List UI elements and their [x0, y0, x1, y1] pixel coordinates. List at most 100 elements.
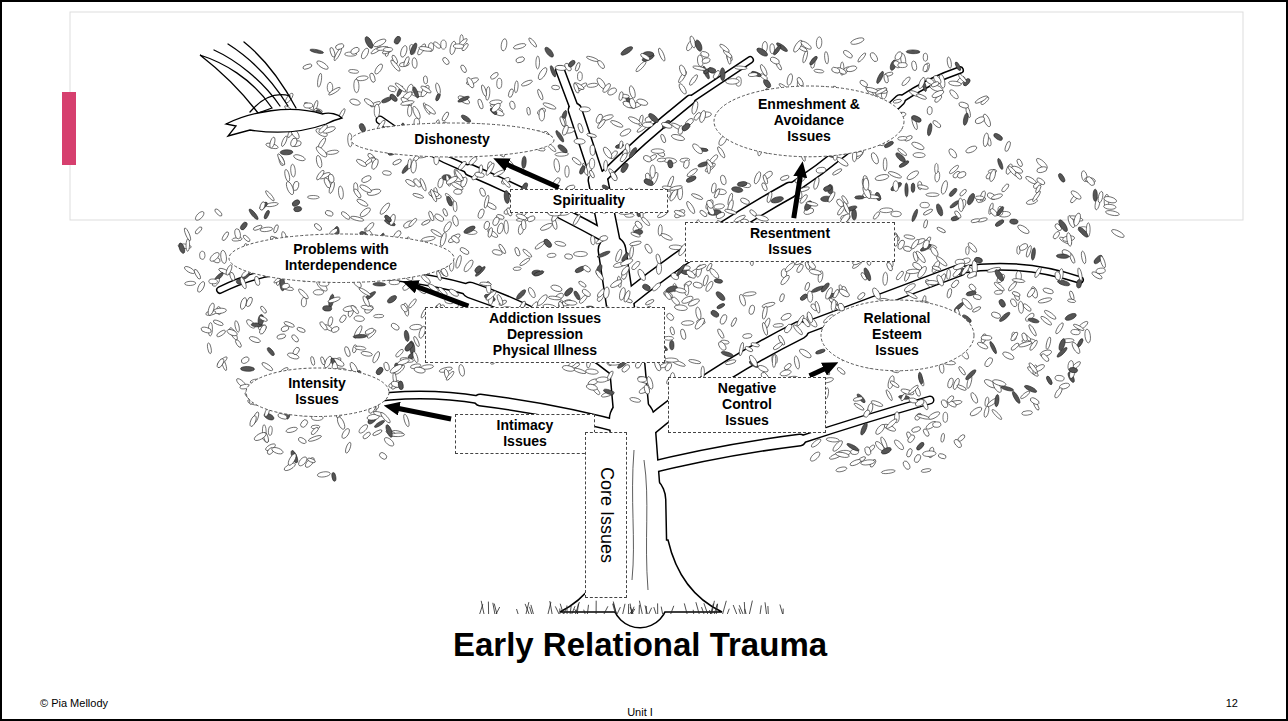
- leaf: [459, 247, 470, 256]
- leaf: [906, 169, 920, 181]
- leaf: [761, 322, 768, 336]
- leaf: [692, 65, 706, 71]
- leaf: [276, 333, 286, 340]
- leaf: [967, 241, 978, 253]
- leaf: [1025, 175, 1038, 185]
- leaf: [893, 439, 905, 451]
- leaf: [961, 297, 974, 311]
- grass-blade: [693, 610, 695, 614]
- grass-blade: [587, 605, 588, 614]
- leaf: [273, 224, 279, 233]
- leaf: [1103, 195, 1117, 204]
- leaf: [468, 156, 478, 166]
- leaf: [483, 221, 490, 231]
- leaf: [355, 346, 366, 350]
- leaf: [880, 446, 892, 455]
- leaf: [1053, 387, 1063, 399]
- leaf: [403, 414, 411, 428]
- node-text: Core Issues: [596, 467, 616, 563]
- leaf: [578, 280, 587, 288]
- leaf: [1014, 172, 1023, 181]
- grass-blade: [727, 609, 729, 614]
- leaf: [536, 56, 540, 69]
- leaf: [361, 351, 373, 357]
- leaf: [966, 270, 977, 279]
- leaf: [454, 189, 463, 195]
- leaf: [669, 326, 675, 335]
- process-box: Addiction IssuesDepressionPhysical Illne…: [425, 307, 665, 362]
- leaf: [761, 306, 768, 320]
- leaf: [209, 251, 221, 263]
- leaf: [304, 103, 313, 108]
- leaf: [414, 366, 426, 374]
- ellipse-shape: [246, 368, 389, 417]
- leaf: [292, 346, 301, 355]
- leaf: [958, 101, 969, 109]
- leaf: [315, 155, 323, 168]
- leaf: [725, 359, 736, 365]
- leaf: [918, 372, 924, 384]
- leaf: [299, 418, 309, 428]
- grass-blade: [639, 605, 640, 614]
- leaf: [384, 47, 393, 51]
- leaf: [373, 282, 386, 286]
- leaf: [695, 307, 702, 320]
- leaf: [1010, 342, 1020, 351]
- grass-blade: [572, 606, 575, 614]
- grass-blade: [560, 604, 563, 614]
- leaf: [842, 49, 853, 59]
- leaf: [888, 170, 902, 179]
- leaf: [1028, 317, 1040, 323]
- leaf: [748, 354, 759, 368]
- leaf: [370, 158, 379, 170]
- leaf: [911, 141, 925, 151]
- leaf: [964, 368, 977, 380]
- leaf: [927, 123, 933, 136]
- leaf: [1036, 166, 1047, 173]
- ellipse-node: Relational Esteem Issues: [820, 299, 975, 372]
- leaf: [688, 74, 699, 87]
- leaf: [390, 59, 402, 72]
- leaf: [514, 247, 521, 257]
- leaf: [936, 226, 946, 233]
- leaf: [375, 366, 384, 376]
- leaf: [513, 267, 521, 271]
- node-text: Spirituality: [553, 193, 625, 209]
- leaf: [643, 178, 654, 187]
- leaf: [725, 78, 739, 84]
- leaf: [948, 187, 958, 197]
- leaf: [1099, 255, 1107, 268]
- leaf: [389, 363, 403, 375]
- leaf: [609, 171, 618, 182]
- grass-blade: [531, 605, 534, 614]
- grass-blade: [613, 602, 616, 615]
- leaf: [1029, 339, 1039, 351]
- leaf: [248, 208, 259, 221]
- leaf: [1016, 158, 1024, 167]
- leaf: [815, 348, 826, 354]
- branch-outline: [575, 110, 598, 180]
- leaf: [407, 105, 412, 117]
- leaf: [913, 454, 921, 464]
- leaf: [455, 255, 463, 269]
- leaf: [864, 446, 872, 456]
- leaf: [527, 215, 536, 223]
- leaf: [748, 72, 758, 76]
- leaf: [559, 116, 566, 127]
- leaf: [297, 436, 307, 444]
- leaf: [239, 276, 248, 289]
- leaf: [685, 200, 696, 214]
- leaf: [509, 101, 516, 110]
- leaf: [1042, 287, 1053, 294]
- leaf: [946, 395, 955, 404]
- leaf: [344, 442, 352, 454]
- leaf: [936, 274, 945, 287]
- leaf: [1022, 410, 1033, 415]
- leaf: [437, 178, 444, 189]
- leaf: [780, 174, 790, 181]
- grass-blade: [733, 605, 737, 614]
- leaf: [324, 210, 333, 218]
- leaf: [875, 173, 890, 181]
- leaf: [623, 290, 631, 303]
- text-group: Spirituality: [553, 193, 625, 209]
